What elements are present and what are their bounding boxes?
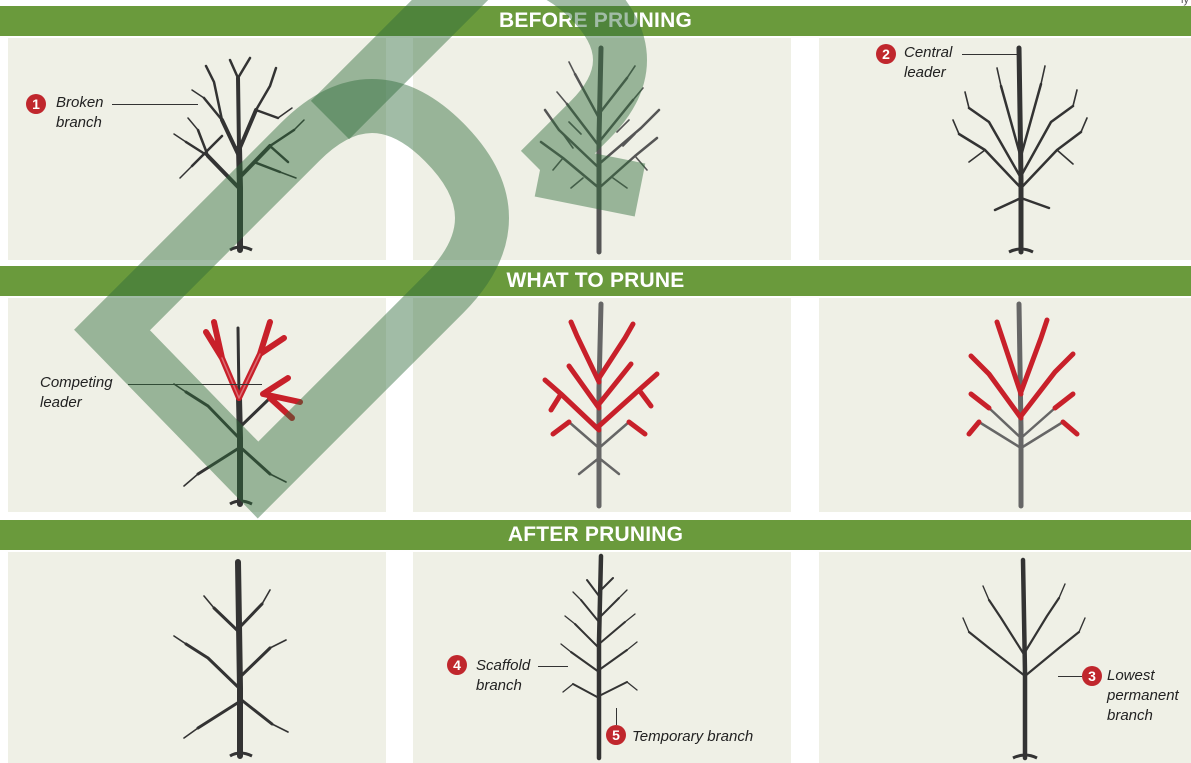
- band-before-pruning: BEFORE PRUNING: [0, 6, 1191, 36]
- callout-line: branch: [1107, 706, 1179, 726]
- callout-line: leader: [40, 393, 113, 413]
- callout-line: permanent: [1107, 686, 1179, 706]
- callout-line: Competing: [40, 373, 113, 393]
- callout-line: Lowest: [1107, 666, 1179, 686]
- panel-after-1: [8, 552, 386, 763]
- band-title: BEFORE PRUNING: [499, 9, 692, 33]
- callout-marker-1: 1: [26, 94, 46, 114]
- tree-illustration: [8, 38, 386, 260]
- corner-text: ly: [1181, 0, 1189, 6]
- tree-illustration: [819, 298, 1191, 512]
- callout-line: Broken: [56, 93, 104, 113]
- leader-line: [1058, 676, 1082, 677]
- callout-marker-5: 5: [606, 725, 626, 745]
- tree-illustration: [413, 38, 791, 260]
- panel-after-3: [819, 552, 1191, 763]
- callout-line: Temporary branch: [632, 727, 753, 747]
- callout-line: Central: [904, 43, 952, 63]
- callout-marker-4: 4: [447, 655, 467, 675]
- callout-central-leader: Central leader: [904, 43, 952, 83]
- leader-line: [616, 708, 617, 725]
- callout-broken-branch: Broken branch: [56, 93, 104, 133]
- callout-line: Scaffold: [476, 656, 530, 676]
- callout-competing-leader: Competing leader: [40, 373, 113, 413]
- leader-line: [112, 104, 198, 105]
- callout-marker-3: 3: [1082, 666, 1102, 686]
- band-title: AFTER PRUNING: [508, 523, 683, 547]
- leader-line: [538, 666, 568, 667]
- band-after-pruning: AFTER PRUNING: [0, 520, 1191, 550]
- tree-illustration: [413, 298, 791, 512]
- panel-before-2: [413, 38, 791, 260]
- tree-illustration: [819, 38, 1191, 260]
- panel-prune-2: [413, 298, 791, 512]
- tree-illustration: [819, 552, 1191, 763]
- callout-scaffold-branch: Scaffold branch: [476, 656, 530, 696]
- callout-lowest-permanent: Lowest permanent branch: [1107, 666, 1179, 726]
- panel-before-1: [8, 38, 386, 260]
- callout-line: branch: [56, 113, 104, 133]
- leader-line: [128, 384, 262, 385]
- band-what-to-prune: WHAT TO PRUNE: [0, 266, 1191, 296]
- tree-illustration: [8, 552, 386, 763]
- callout-marker-2: 2: [876, 44, 896, 64]
- leader-line: [962, 54, 1018, 55]
- callout-temporary-branch: Temporary branch: [632, 727, 753, 747]
- panel-before-3: [819, 38, 1191, 260]
- callout-line: leader: [904, 63, 952, 83]
- callout-line: branch: [476, 676, 530, 696]
- band-title: WHAT TO PRUNE: [507, 269, 685, 293]
- panel-prune-3: [819, 298, 1191, 512]
